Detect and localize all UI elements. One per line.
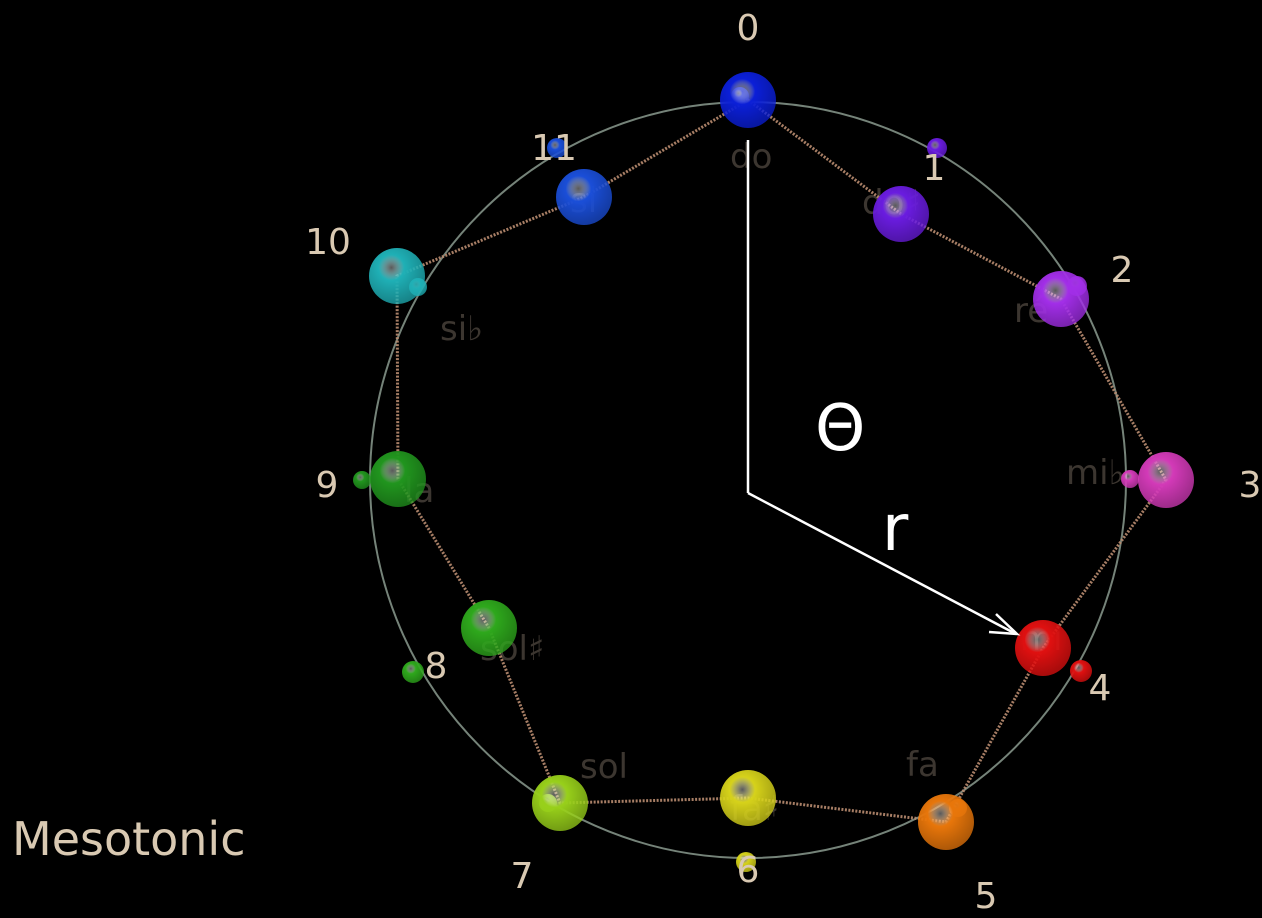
pitch-sphere-7 <box>532 775 588 831</box>
pitch-number-1: 1 <box>923 148 946 189</box>
pitch-sphere-11 <box>556 169 612 225</box>
theta-label: Θ <box>815 392 865 466</box>
pitch-number-11: 11 <box>531 128 577 169</box>
diagram-title: Mesotonic <box>12 812 246 866</box>
pitch-number-8: 8 <box>425 646 448 687</box>
pitch-number-4: 4 <box>1089 668 1112 709</box>
pitch-number-10: 10 <box>305 222 351 263</box>
pitch-number-9: 9 <box>316 465 339 506</box>
pitch-number-0: 0 <box>737 8 760 49</box>
tempered-sphere-9 <box>353 471 371 489</box>
pitch-number-2: 2 <box>1111 250 1134 291</box>
note-label-3: mi♭ <box>1066 453 1125 493</box>
tempered-sphere-8 <box>402 661 424 683</box>
pitch-sphere-6 <box>720 770 776 826</box>
pitch-sphere-4 <box>1015 620 1071 676</box>
pitch-number-5: 5 <box>975 876 998 913</box>
note-label-7: sol <box>580 747 628 787</box>
note-label-10: si♭ <box>440 309 483 349</box>
tuning-polygon <box>397 100 1166 822</box>
pitch-sphere-10 <box>369 248 425 304</box>
pitch-sphere-9 <box>370 451 426 507</box>
radius-arrow-head <box>989 614 1017 634</box>
pitch-number-7: 7 <box>511 856 534 897</box>
note-label-5: fa <box>906 745 939 785</box>
tempered-sphere-3 <box>1121 470 1139 488</box>
pitch-sphere-0 <box>720 72 776 128</box>
note-label-0: do <box>730 137 772 177</box>
pitch-sphere-5 <box>918 794 974 850</box>
pitch-sphere-3 <box>1138 452 1194 508</box>
pitch-sphere-1 <box>873 186 929 242</box>
pitch-number-3: 3 <box>1239 465 1262 506</box>
pitch-sphere-2 <box>1033 271 1089 327</box>
pitch-number-6: 6 <box>737 850 760 891</box>
radius-label: r <box>882 492 909 566</box>
pitch-sphere-8 <box>461 600 517 656</box>
